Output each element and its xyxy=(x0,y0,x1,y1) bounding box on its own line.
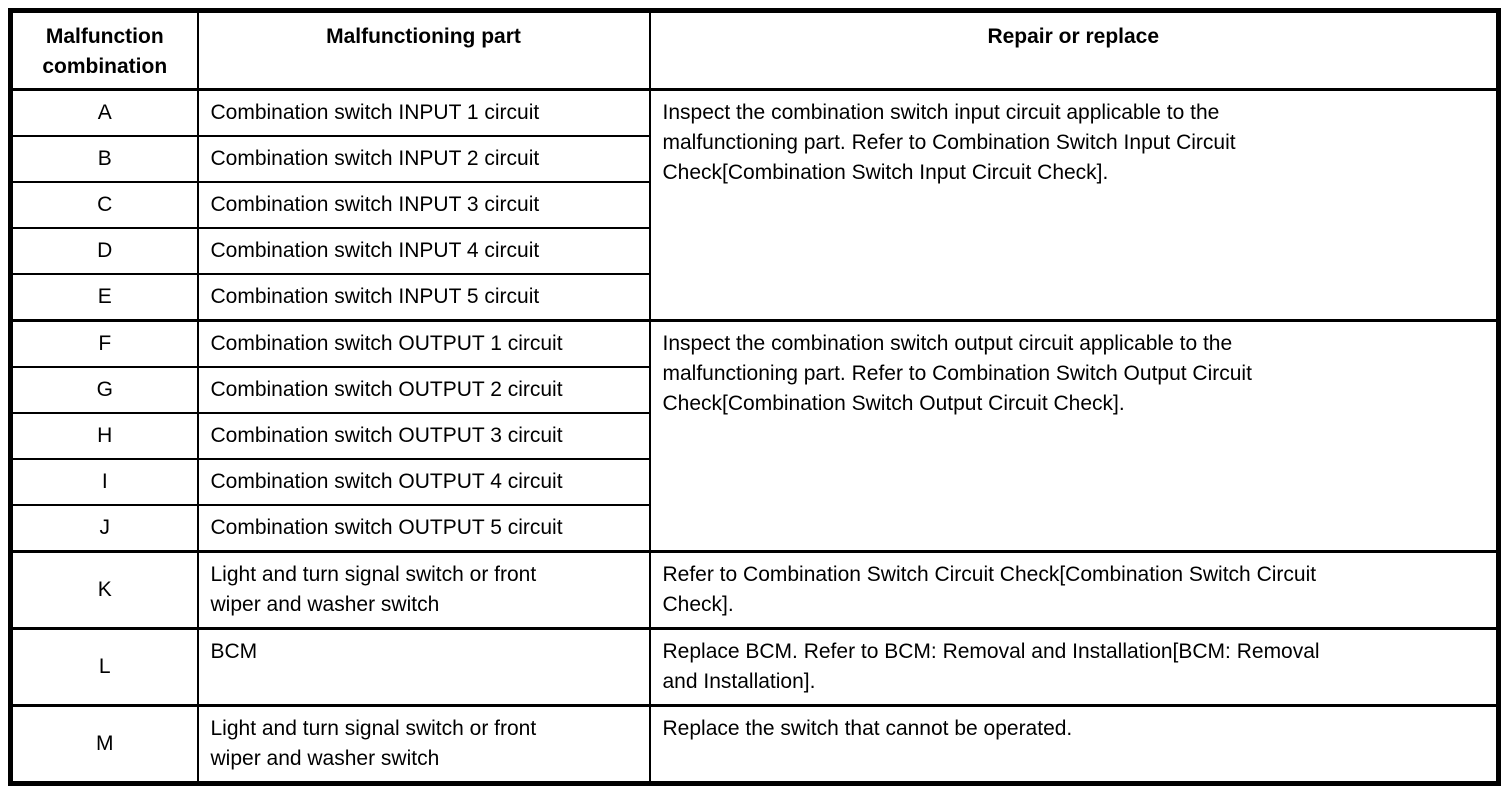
table-row: G Combination switch OUTPUT 2 circuit xyxy=(9,366,1499,414)
cell-part-c: Combination switch INPUT 3 circuit xyxy=(196,181,651,229)
cell-combo-h: H xyxy=(9,412,199,460)
header-row: Malfunction combination Malfunctioning p… xyxy=(9,9,1500,91)
cell-part-i: Combination switch OUTPUT 4 circuit xyxy=(196,458,651,506)
cell-part-a: Combination switch INPUT 1 circuit xyxy=(196,88,651,137)
cell-part-g: Combination switch OUTPUT 2 circuit xyxy=(196,366,651,414)
cell-combo-b: B xyxy=(9,135,199,183)
table-row: E Combination switch INPUT 5 circuit xyxy=(9,273,1499,322)
cell-combo-d: D xyxy=(9,227,199,275)
header-malfunction-combination: Malfunction combination xyxy=(9,9,199,91)
table-row: I Combination switch OUTPUT 4 circuit xyxy=(9,458,1499,506)
table-row: J Combination switch OUTPUT 5 circuit xyxy=(9,504,1499,553)
cell-combo-f: F xyxy=(9,319,199,368)
cell-combo-g: G xyxy=(9,366,199,414)
cell-combo-c: C xyxy=(9,181,199,229)
cell-repair-input-group: Inspect the combination switch input cir… xyxy=(648,88,1500,322)
cell-part-l: BCM xyxy=(196,627,651,707)
cell-repair-l: Replace BCM. Refer to BCM: Removal and I… xyxy=(648,627,1500,707)
table-row: H Combination switch OUTPUT 3 circuit xyxy=(9,412,1499,460)
cell-repair-k: Refer to Combination Switch Circuit Chec… xyxy=(648,550,1500,630)
cell-part-h: Combination switch OUTPUT 3 circuit xyxy=(196,412,651,460)
cell-combo-a: A xyxy=(9,88,199,137)
table-row: M Light and turn signal switch or front … xyxy=(9,704,1500,785)
cell-combo-i: I xyxy=(9,458,199,506)
cell-part-e: Combination switch INPUT 5 circuit xyxy=(196,273,651,322)
cell-part-b: Combination switch INPUT 2 circuit xyxy=(196,135,651,183)
table-row: C Combination switch INPUT 3 circuit xyxy=(9,181,1499,229)
cell-combo-e: E xyxy=(9,273,199,322)
cell-part-m: Light and turn signal switch or front wi… xyxy=(196,704,651,785)
table-row: L BCM Replace BCM. Refer to BCM: Removal… xyxy=(9,627,1500,707)
table-row: K Light and turn signal switch or front … xyxy=(9,550,1500,630)
cell-repair-output-group: Inspect the combination switch output ci… xyxy=(648,319,1500,553)
table-row: A Combination switch INPUT 1 circuit Ins… xyxy=(9,88,1500,322)
cell-part-f: Combination switch OUTPUT 1 circuit xyxy=(196,319,651,368)
cell-repair-m: Replace the switch that cannot be operat… xyxy=(648,704,1500,785)
cell-part-j: Combination switch OUTPUT 5 circuit xyxy=(196,504,651,553)
cell-combo-j: J xyxy=(9,504,199,553)
header-malfunctioning-part: Malfunctioning part xyxy=(196,9,651,91)
cell-part-d: Combination switch INPUT 4 circuit xyxy=(196,227,651,275)
cell-combo-m: M xyxy=(9,704,199,785)
table-row: B Combination switch INPUT 2 circuit xyxy=(9,135,1499,183)
cell-combo-l: L xyxy=(9,627,199,707)
header-repair-or-replace: Repair or replace xyxy=(648,9,1500,91)
table-row: D Combination switch INPUT 4 circuit xyxy=(9,227,1499,275)
malfunction-table: Malfunction combination Malfunctioning p… xyxy=(8,8,1501,786)
cell-part-k: Light and turn signal switch or front wi… xyxy=(196,550,651,630)
cell-combo-k: K xyxy=(9,550,199,630)
table-row: F Combination switch OUTPUT 1 circuit In… xyxy=(9,319,1500,553)
